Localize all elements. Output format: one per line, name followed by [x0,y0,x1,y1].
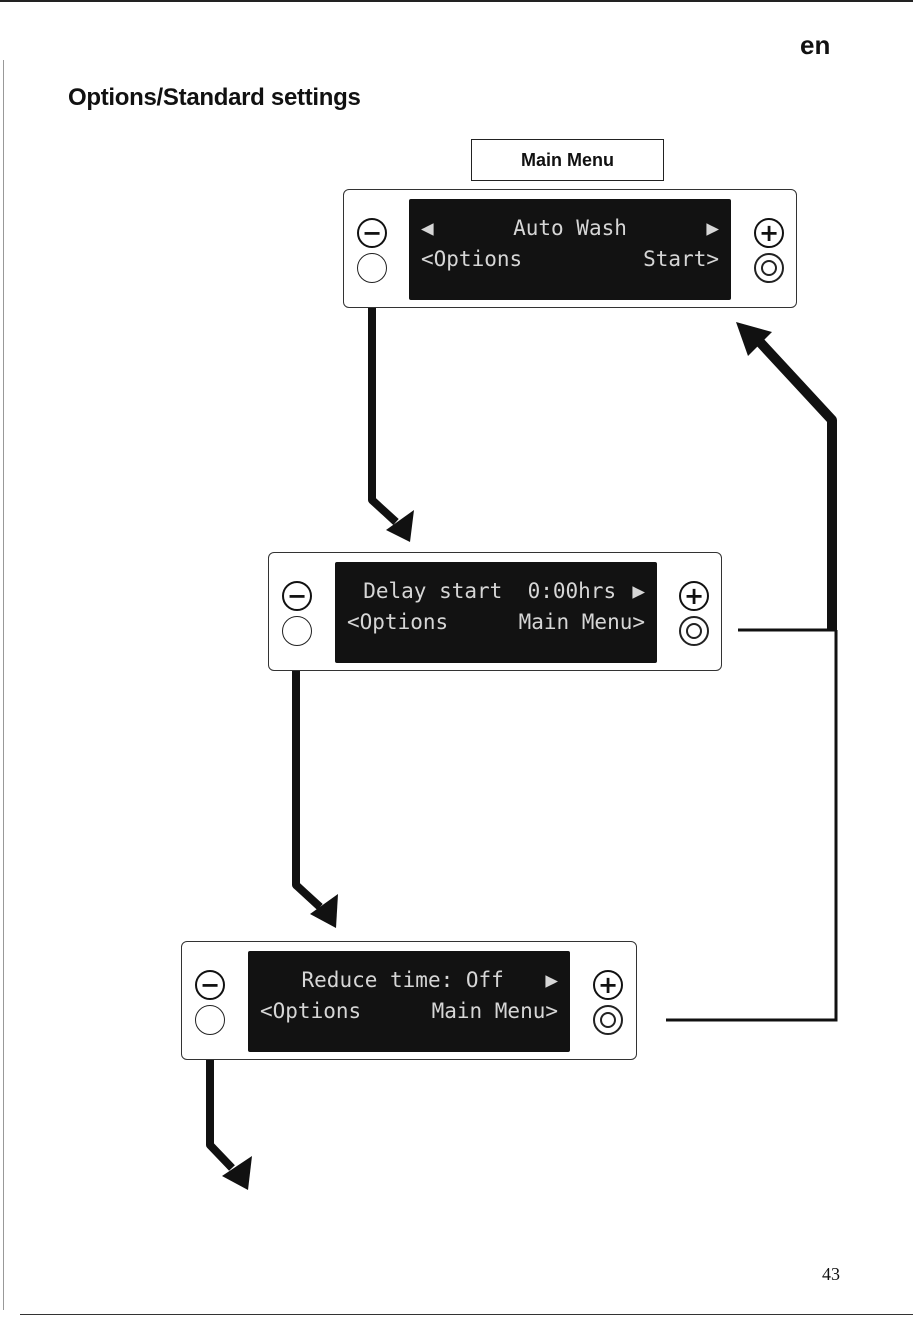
return-line-up [758,340,832,630]
return-line-panel3 [666,630,836,1020]
plus-icon: + [759,221,779,245]
lcd-line-1: ◀ Auto Wash ▶ [421,213,719,244]
lcd-line-1: Reduce time: Off ▶ [260,965,558,996]
right-select-button[interactable] [679,616,709,646]
panel-auto-wash: − ◀ Auto Wash ▶ <Options Start> + [343,189,797,308]
options-label: <Options [347,607,448,638]
page-number: 43 [822,1264,840,1285]
right-arrow-icon: ▶ [706,213,719,244]
left-select-button[interactable] [357,253,387,283]
flow-line-panel3-out [210,1046,232,1168]
lcd-line-2: <Options Main Menu> [347,607,645,638]
minus-button[interactable]: − [282,581,312,611]
lcd-display: Reduce time: Off ▶ <Options Main Menu> [248,951,570,1052]
start-label: Start> [643,244,719,275]
left-select-button[interactable] [282,616,312,646]
lcd-line-1: Delay start 0:00hrs ▶ [347,576,645,607]
options-label: <Options [260,996,361,1027]
flow-line-panel2-to-panel3 [296,658,320,907]
panel-reduce-time: − Reduce time: Off ▶ <Options Main Menu>… [181,941,637,1060]
delay-start-value: Delay start 0:00hrs [363,576,616,607]
lcd-line-2: <Options Main Menu> [260,996,558,1027]
right-arrow-icon: ▶ [632,576,645,607]
minus-icon: − [287,584,307,608]
main-menu-option: Main Menu> [432,996,558,1027]
lcd-display: ◀ Auto Wash ▶ <Options Start> [409,199,731,300]
minus-button[interactable]: − [357,218,387,248]
right-select-button[interactable] [593,1005,623,1035]
minus-icon: − [200,973,220,997]
plus-button[interactable]: + [593,970,623,1000]
left-select-button[interactable] [195,1005,225,1035]
plus-button[interactable]: + [754,218,784,248]
plus-icon: + [598,973,618,997]
plus-icon: + [684,584,704,608]
right-select-button[interactable] [754,253,784,283]
main-menu-option: Main Menu> [519,607,645,638]
reduce-time-value: Reduce time: Off [302,965,504,996]
program-name: Auto Wash [513,213,627,244]
lcd-display: Delay start 0:00hrs ▶ <Options Main Menu… [335,562,657,663]
left-arrow-icon: ◀ [421,213,434,244]
minus-button[interactable]: − [195,970,225,1000]
lcd-line-2: <Options Start> [421,244,719,275]
minus-icon: − [362,221,382,245]
right-arrow-icon: ▶ [545,965,558,996]
options-label: <Options [421,244,522,275]
plus-button[interactable]: + [679,581,709,611]
flow-line-panel1-to-panel2 [372,296,396,522]
panel-delay-start: − Delay start 0:00hrs ▶ <Options Main Me… [268,552,722,671]
